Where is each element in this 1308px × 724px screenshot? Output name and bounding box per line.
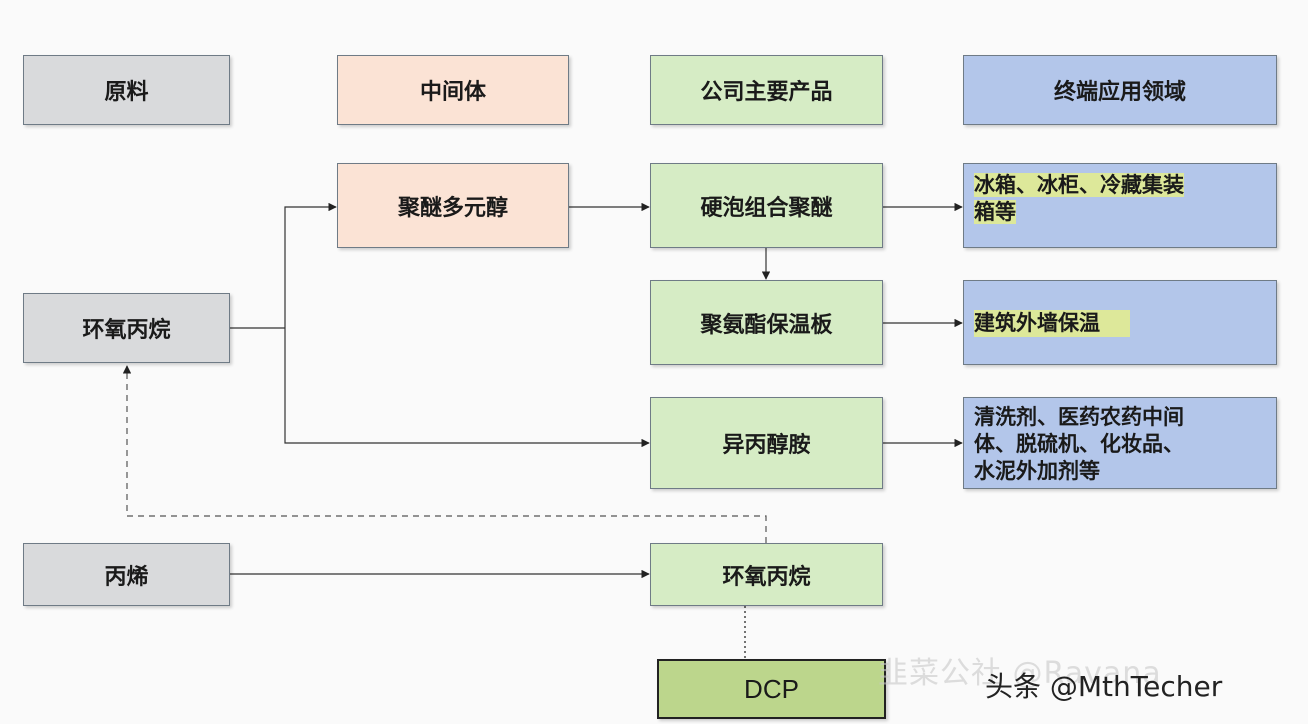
line-to-polyether [284,202,337,328]
app-building-insulation-text: 建筑外墙保温 [974,310,1130,337]
node-rigid-foam-polyether: 硬泡组合聚醚 [650,163,883,248]
node-pu-insulation-board: 聚氨酯保温板 [650,280,883,365]
watermark-jiucai: 韭菜公社 @Ravana [878,648,1162,692]
app-chemicals: 清洗剂、医药农药中间 体、脱硫机、化妆品、 水泥外加剂等 [963,397,1277,489]
node-polyether-polyol: 聚醚多元醇 [337,163,569,248]
app-refrigeration: 冰箱、冰柜、冷藏集装 箱等 [963,163,1277,248]
app-refrigeration-line1: 冰箱、冰柜、冷藏集装 [974,173,1184,197]
watermark-toutiao: 头条 @MthTecher [985,670,1223,703]
node-isopropanolamine: 异丙醇胺 [650,397,883,489]
node-propylene-oxide-raw: 环氧丙烷 [23,293,230,363]
header-applications: 终端应用领域 [963,55,1277,125]
app-chemicals-line2: 体、脱硫机、化妆品、 [974,432,1184,456]
header-main-products: 公司主要产品 [650,55,883,125]
header-intermediates: 中间体 [337,55,569,125]
app-refrigeration-line2: 箱等 [974,200,1016,224]
header-raw-materials: 原料 [23,55,230,125]
dashed-feedback-line [122,365,767,543]
app-chemicals-line3: 水泥外加剂等 [974,459,1100,483]
node-propylene: 丙烯 [23,543,230,606]
node-dcp: DCP [657,659,886,719]
line-to-isopropanolamine [284,328,650,448]
node-propylene-oxide-product: 环氧丙烷 [650,543,883,606]
watermark-jiucai-handle: @Ravana [1002,656,1162,691]
app-building-insulation: 建筑外墙保温 [963,280,1277,365]
app-chemicals-line1: 清洗剂、医药农药中间 [974,405,1184,429]
watermark-jiucai-text: 韭菜公社 [878,656,1002,691]
